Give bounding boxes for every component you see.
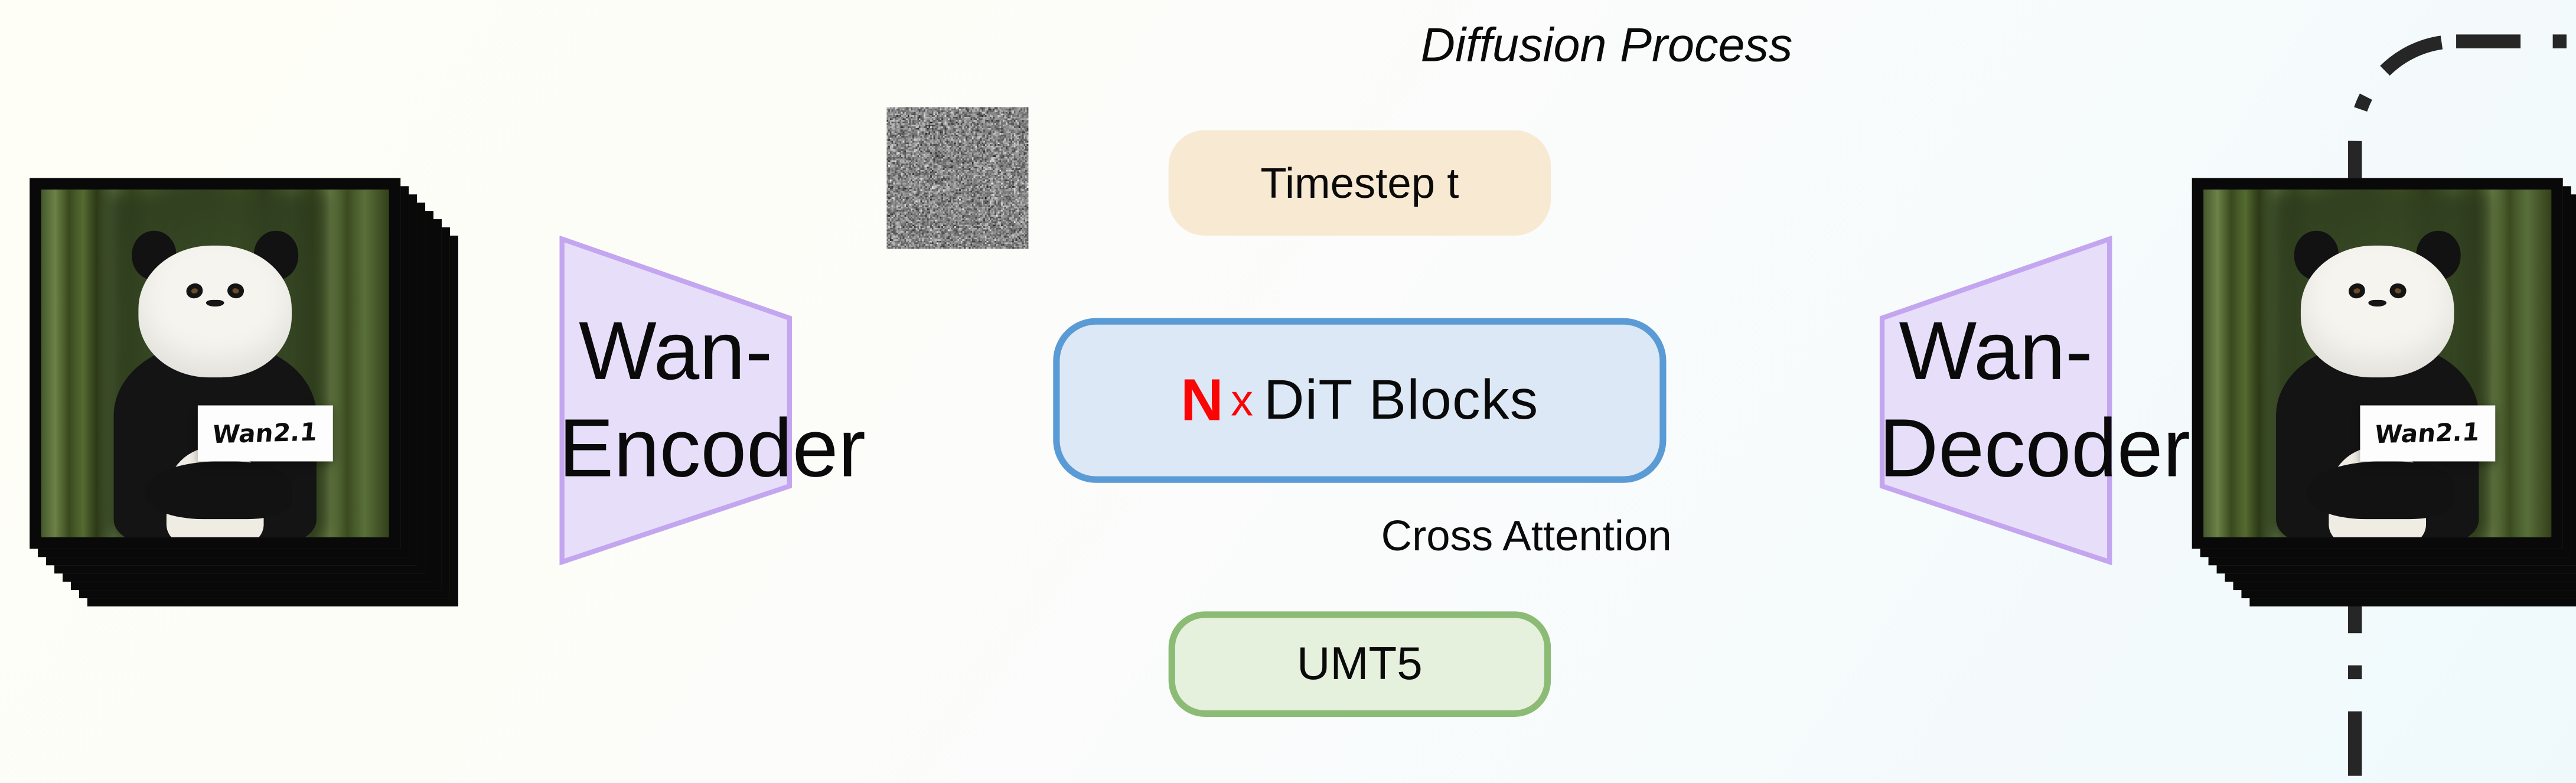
panda-head bbox=[2301, 245, 2454, 377]
dit-label: DiT Blocks bbox=[1264, 368, 1539, 433]
panda-pupil-right bbox=[2395, 288, 2401, 293]
panda-arm bbox=[145, 461, 291, 520]
timestep-block[interactable]: Timestep t bbox=[1169, 130, 1551, 236]
encoder-label: Wan- Encoder bbox=[559, 304, 793, 498]
input-video-frames-sheet: Wan2.1 bbox=[30, 178, 400, 549]
panda-nose bbox=[2368, 299, 2386, 307]
dit-repeat-count: N bbox=[1181, 366, 1224, 435]
wan-sign: Wan2.1 bbox=[198, 405, 334, 461]
input-video-frame-stack: Wan2.1Wan2.1Wan2.1Wan2.1Wan2.1Wan2.1Wan2… bbox=[30, 178, 458, 606]
panda-pupil-right bbox=[232, 288, 239, 293]
panda-arm bbox=[2308, 461, 2454, 520]
wan-sign-text: Wan2.1 bbox=[2374, 417, 2482, 449]
output-video-frame-stack: Wan2.1Wan2.1Wan2.1Wan2.1Wan2.1Wan2.1Wan2… bbox=[2192, 178, 2576, 606]
panda-pupil-left bbox=[191, 288, 198, 293]
dit-blocks-block[interactable]: N x DiT Blocks bbox=[1053, 318, 1666, 483]
output-video-frames-sheet: Wan2.1 bbox=[2192, 178, 2563, 549]
panda-eye-right bbox=[2388, 282, 2408, 299]
diffusion-process-title: Diffusion Process bbox=[1421, 19, 1793, 74]
panda-eye-right bbox=[226, 282, 246, 299]
umt5-text-encoder-block[interactable]: UMT5 bbox=[1169, 611, 1551, 717]
panda-eye-left bbox=[2347, 282, 2366, 299]
noise-latent-patch bbox=[886, 107, 1028, 249]
panda-eye-left bbox=[185, 282, 204, 299]
wan-encoder-block[interactable]: Wan- Encoder bbox=[559, 236, 793, 565]
wan-sign-text: Wan2.1 bbox=[211, 417, 319, 449]
umt5-label: UMT5 bbox=[1297, 638, 1423, 690]
panda-head bbox=[139, 245, 292, 377]
panda-pupil-left bbox=[2353, 288, 2360, 293]
cross-attention-label: Cross Attention bbox=[1381, 511, 1672, 562]
panda-nose bbox=[206, 299, 224, 307]
wan-decoder-block[interactable]: Wan- Decoder bbox=[1879, 236, 2112, 565]
panda-frame-art: Wan2.1 bbox=[41, 190, 389, 537]
panda-frame-art: Wan2.1 bbox=[2203, 190, 2551, 537]
wan-sign: Wan2.1 bbox=[2360, 405, 2496, 461]
dit-times-symbol: x bbox=[1231, 375, 1254, 426]
timestep-label: Timestep t bbox=[1260, 158, 1459, 209]
decoder-label: Wan- Decoder bbox=[1879, 304, 2112, 498]
